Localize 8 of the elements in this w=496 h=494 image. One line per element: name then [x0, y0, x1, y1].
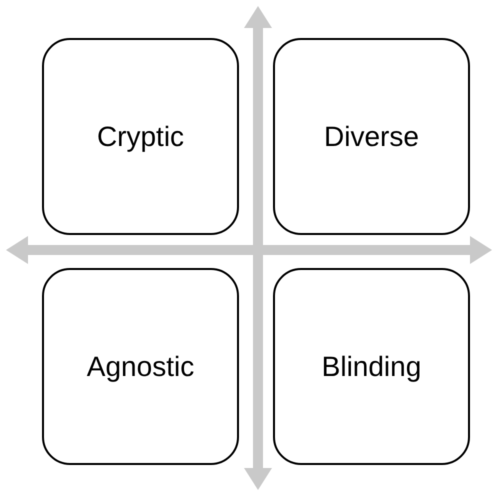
quadrant-label: Agnostic — [86, 350, 194, 384]
quadrant-box — [273, 268, 470, 465]
quadrant-box — [42, 38, 239, 235]
quadrant-label: Diverse — [324, 120, 419, 154]
quadrant-box — [273, 38, 470, 235]
quadrant-label: Cryptic — [96, 120, 184, 154]
quadrant-box — [42, 268, 239, 465]
quadrant-label: Blinding — [322, 350, 422, 384]
